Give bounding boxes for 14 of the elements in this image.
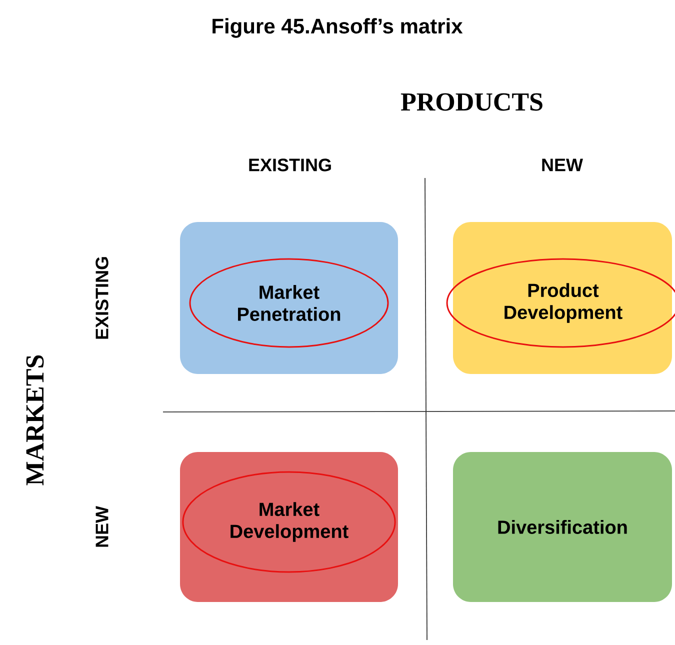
strategy-box — [180, 452, 398, 602]
strategy-box — [180, 222, 398, 374]
axis-category: EXISTING — [96, 257, 108, 339]
circled-strategy: Product Development — [446, 258, 675, 348]
axis-title: PRODUCTS — [400, 93, 542, 111]
axis-category: NEW — [542, 158, 583, 172]
strategy-box — [453, 222, 672, 374]
figure-title: Figure 45.Ansoff’s matrix — [212, 18, 463, 38]
axis-title: MARKETS — [26, 355, 44, 486]
circled-strategy: Market Penetration — [189, 258, 389, 348]
axis-category: NEW — [96, 506, 108, 547]
strategy-box: Diversification — [453, 452, 672, 602]
circled-strategy: Market Development — [182, 471, 396, 573]
axis-category: EXISTING — [249, 158, 331, 172]
